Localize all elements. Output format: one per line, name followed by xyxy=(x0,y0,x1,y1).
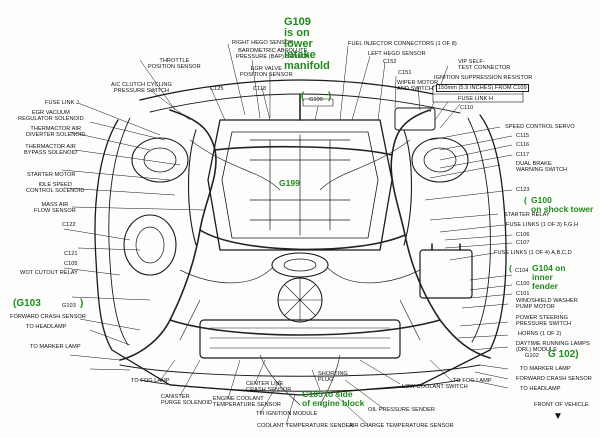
label-c123: C123 xyxy=(516,187,530,193)
label-c118: C118 xyxy=(253,86,267,92)
annotation-g109-paren: ( xyxy=(301,91,305,102)
annotation-g102: G 102) xyxy=(548,349,579,360)
label-idle-speed-control: IDLE SPEED CONTROL SOLENOID xyxy=(26,182,85,195)
label-c107: C107 xyxy=(516,240,530,246)
annotation-g109: G109 is on lower intake manifold xyxy=(284,16,330,72)
label-c151: C151 xyxy=(398,70,412,76)
label-c101: C101 xyxy=(516,291,530,297)
label-shorting-plug: SHORTING PLUG xyxy=(318,371,348,384)
label-fuel-injector-connectors: FUEL INJECTOR CONNECTORS (1 OF 8) xyxy=(348,41,457,47)
label-c121: C121 xyxy=(64,251,78,257)
label-c122: C122 xyxy=(62,222,76,228)
label-to-headlamp-right: TO HEADLAMP xyxy=(520,386,561,392)
label-g102-small: G102 xyxy=(525,353,539,359)
label-fuse-link-h: FUSE LINK H xyxy=(458,96,494,102)
label-centerline-crash-sensor: CENTER LINE CRASH SENSOR xyxy=(246,381,292,394)
label-ac-clutch-cycling-switch: A/C CLUTCH CYCLING PRESSURE SWITCH xyxy=(111,82,172,95)
annotation-g103: (G103 xyxy=(13,298,41,309)
annotation-g104-paren: ( xyxy=(509,263,512,273)
label-low-coolant-switch: LOW COOLANT SWITCH xyxy=(402,384,468,390)
label-windshield-washer: WINDSHIELD WASHER PUMP MOTOR xyxy=(516,298,578,311)
annotation-g100: G100 on shock tower xyxy=(531,195,594,214)
annotation-g104: G104 on inner fender xyxy=(532,263,566,291)
label-air-charge-temp-sensor: AIR CHARGE TEMPERATURE SENSOR xyxy=(349,423,454,429)
annotation-g105: G105 to side of engine block xyxy=(302,389,365,408)
label-power-steering-switch: POWER STEERING PRESSURE SWITCH xyxy=(516,315,572,328)
label-vip-self-test: VIP SELF- TEST CONNECTOR xyxy=(458,59,511,72)
annotation-g100-paren: ( xyxy=(524,195,527,205)
label-fuse-links-abcd: FUSE LINKS (1 OF 4) A,B,C,D xyxy=(494,250,572,256)
label-forward-crash-sensor-right: FORWARD CRASH SENSOR xyxy=(516,376,592,382)
label-mass-air-flow: MASS AIR FLOW SENSOR xyxy=(34,202,76,215)
annotation-g109-paren-close: ) xyxy=(328,91,332,102)
down-arrow-icon: ▼ xyxy=(553,411,563,422)
label-egr-valve-position: EGR VALVE POSITION SENSOR xyxy=(240,66,293,79)
label-thermactor-diverter: THERMACTOR AIR DIVERTER SOLENOID xyxy=(26,126,86,139)
label-g103-small: G103 xyxy=(62,303,76,309)
label-to-marker-lamp-right: TO MARKER LAMP xyxy=(520,366,571,372)
label-c152: C152 xyxy=(383,59,397,65)
label-ignition-distance: 150mm (5.9 INCHES) FROM C109 xyxy=(436,84,529,93)
label-to-headlamp: TO HEADLAMP xyxy=(26,324,67,330)
label-egr-vacuum-regulator: EGR VACUUM REGULATOR SOLENOID xyxy=(18,110,84,123)
label-starter-motor: STARTER MOTOR xyxy=(27,172,76,178)
label-horns: HORNS (1 OF 2) xyxy=(518,331,562,337)
label-barometric-sensor: BAROMETRIC ABSOLUTE PRESSURE (BAP) SENSO… xyxy=(236,48,310,61)
annotation-g103-close: ) xyxy=(80,298,84,309)
label-throttle-position-sensor: THROTTLE POSITION SENSOR xyxy=(148,58,201,71)
label-ignition-suppression-resistor: IGNITION SUPPRESSION RESISTOR xyxy=(434,75,533,81)
label-left-hego-sensor: LEFT HEGO SENSOR xyxy=(368,51,426,57)
label-to-fog-lamp-right: TO FOG LAMP xyxy=(453,378,492,384)
label-thermactor-bypass: THERMACTOR AIR BYPASS SOLENOID xyxy=(24,144,78,157)
label-drl-module: DAYTIME RUNNING LAMPS (DRL) MODULE xyxy=(516,341,590,354)
label-c106: C106 xyxy=(516,232,530,238)
label-canister-purge: CANISTER PURGE SOLENOID xyxy=(161,394,213,407)
label-oil-pressure-sender: OIL PRESSURE SENDER xyxy=(368,407,435,413)
label-to-marker-lamp: TO MARKER LAMP xyxy=(30,344,81,350)
label-tfi-ignition-module: TFI IGNITION MODULE xyxy=(256,411,318,417)
label-c105: C105 xyxy=(64,261,78,267)
label-fuse-link-j: FUSE LINK J xyxy=(45,100,79,106)
annotation-g199: G199 xyxy=(279,178,300,188)
label-c117: C117 xyxy=(516,152,530,158)
label-to-fog-lamp-left: TO FOG LAMP xyxy=(131,378,170,384)
label-c104: C104 xyxy=(515,268,529,274)
label-dual-brake-warning: DUAL BRAKE WARNING SWITCH xyxy=(516,161,568,174)
label-c110: C110 xyxy=(460,105,474,111)
label-wiper-motor: WIPER MOTOR AND SWITCH xyxy=(397,80,439,93)
label-engine-coolant-temp-sensor: ENGINE COOLANT TEMPERATURE SENSOR xyxy=(213,396,281,409)
label-c116: C116 xyxy=(516,142,530,148)
label-forward-crash-sensor: FORWARD CRASH SENSOR xyxy=(10,314,86,320)
label-c100: C100 xyxy=(516,281,530,287)
label-c125: C125 xyxy=(210,86,224,92)
label-starter-relay: STARTER RELAY xyxy=(504,212,550,218)
label-fuse-links-fgh: FUSE LINKS (1 OF 3) F,G,H xyxy=(506,222,579,228)
label-right-hego-sensor: RIGHT HEGO SENSOR xyxy=(232,40,294,46)
label-speed-control-servo: SPEED CONTROL SERVO xyxy=(505,124,575,130)
label-wot-cutout-relay: WOT CUTOUT RELAY xyxy=(20,270,78,276)
label-g109-small: G109 xyxy=(309,97,323,103)
label-coolant-temp-sender: COOLANT TEMPERATURE SENDER xyxy=(257,423,354,429)
label-c115: C115 xyxy=(516,133,530,139)
label-front-of-vehicle: FRONT OF VEHICLE xyxy=(534,402,589,408)
